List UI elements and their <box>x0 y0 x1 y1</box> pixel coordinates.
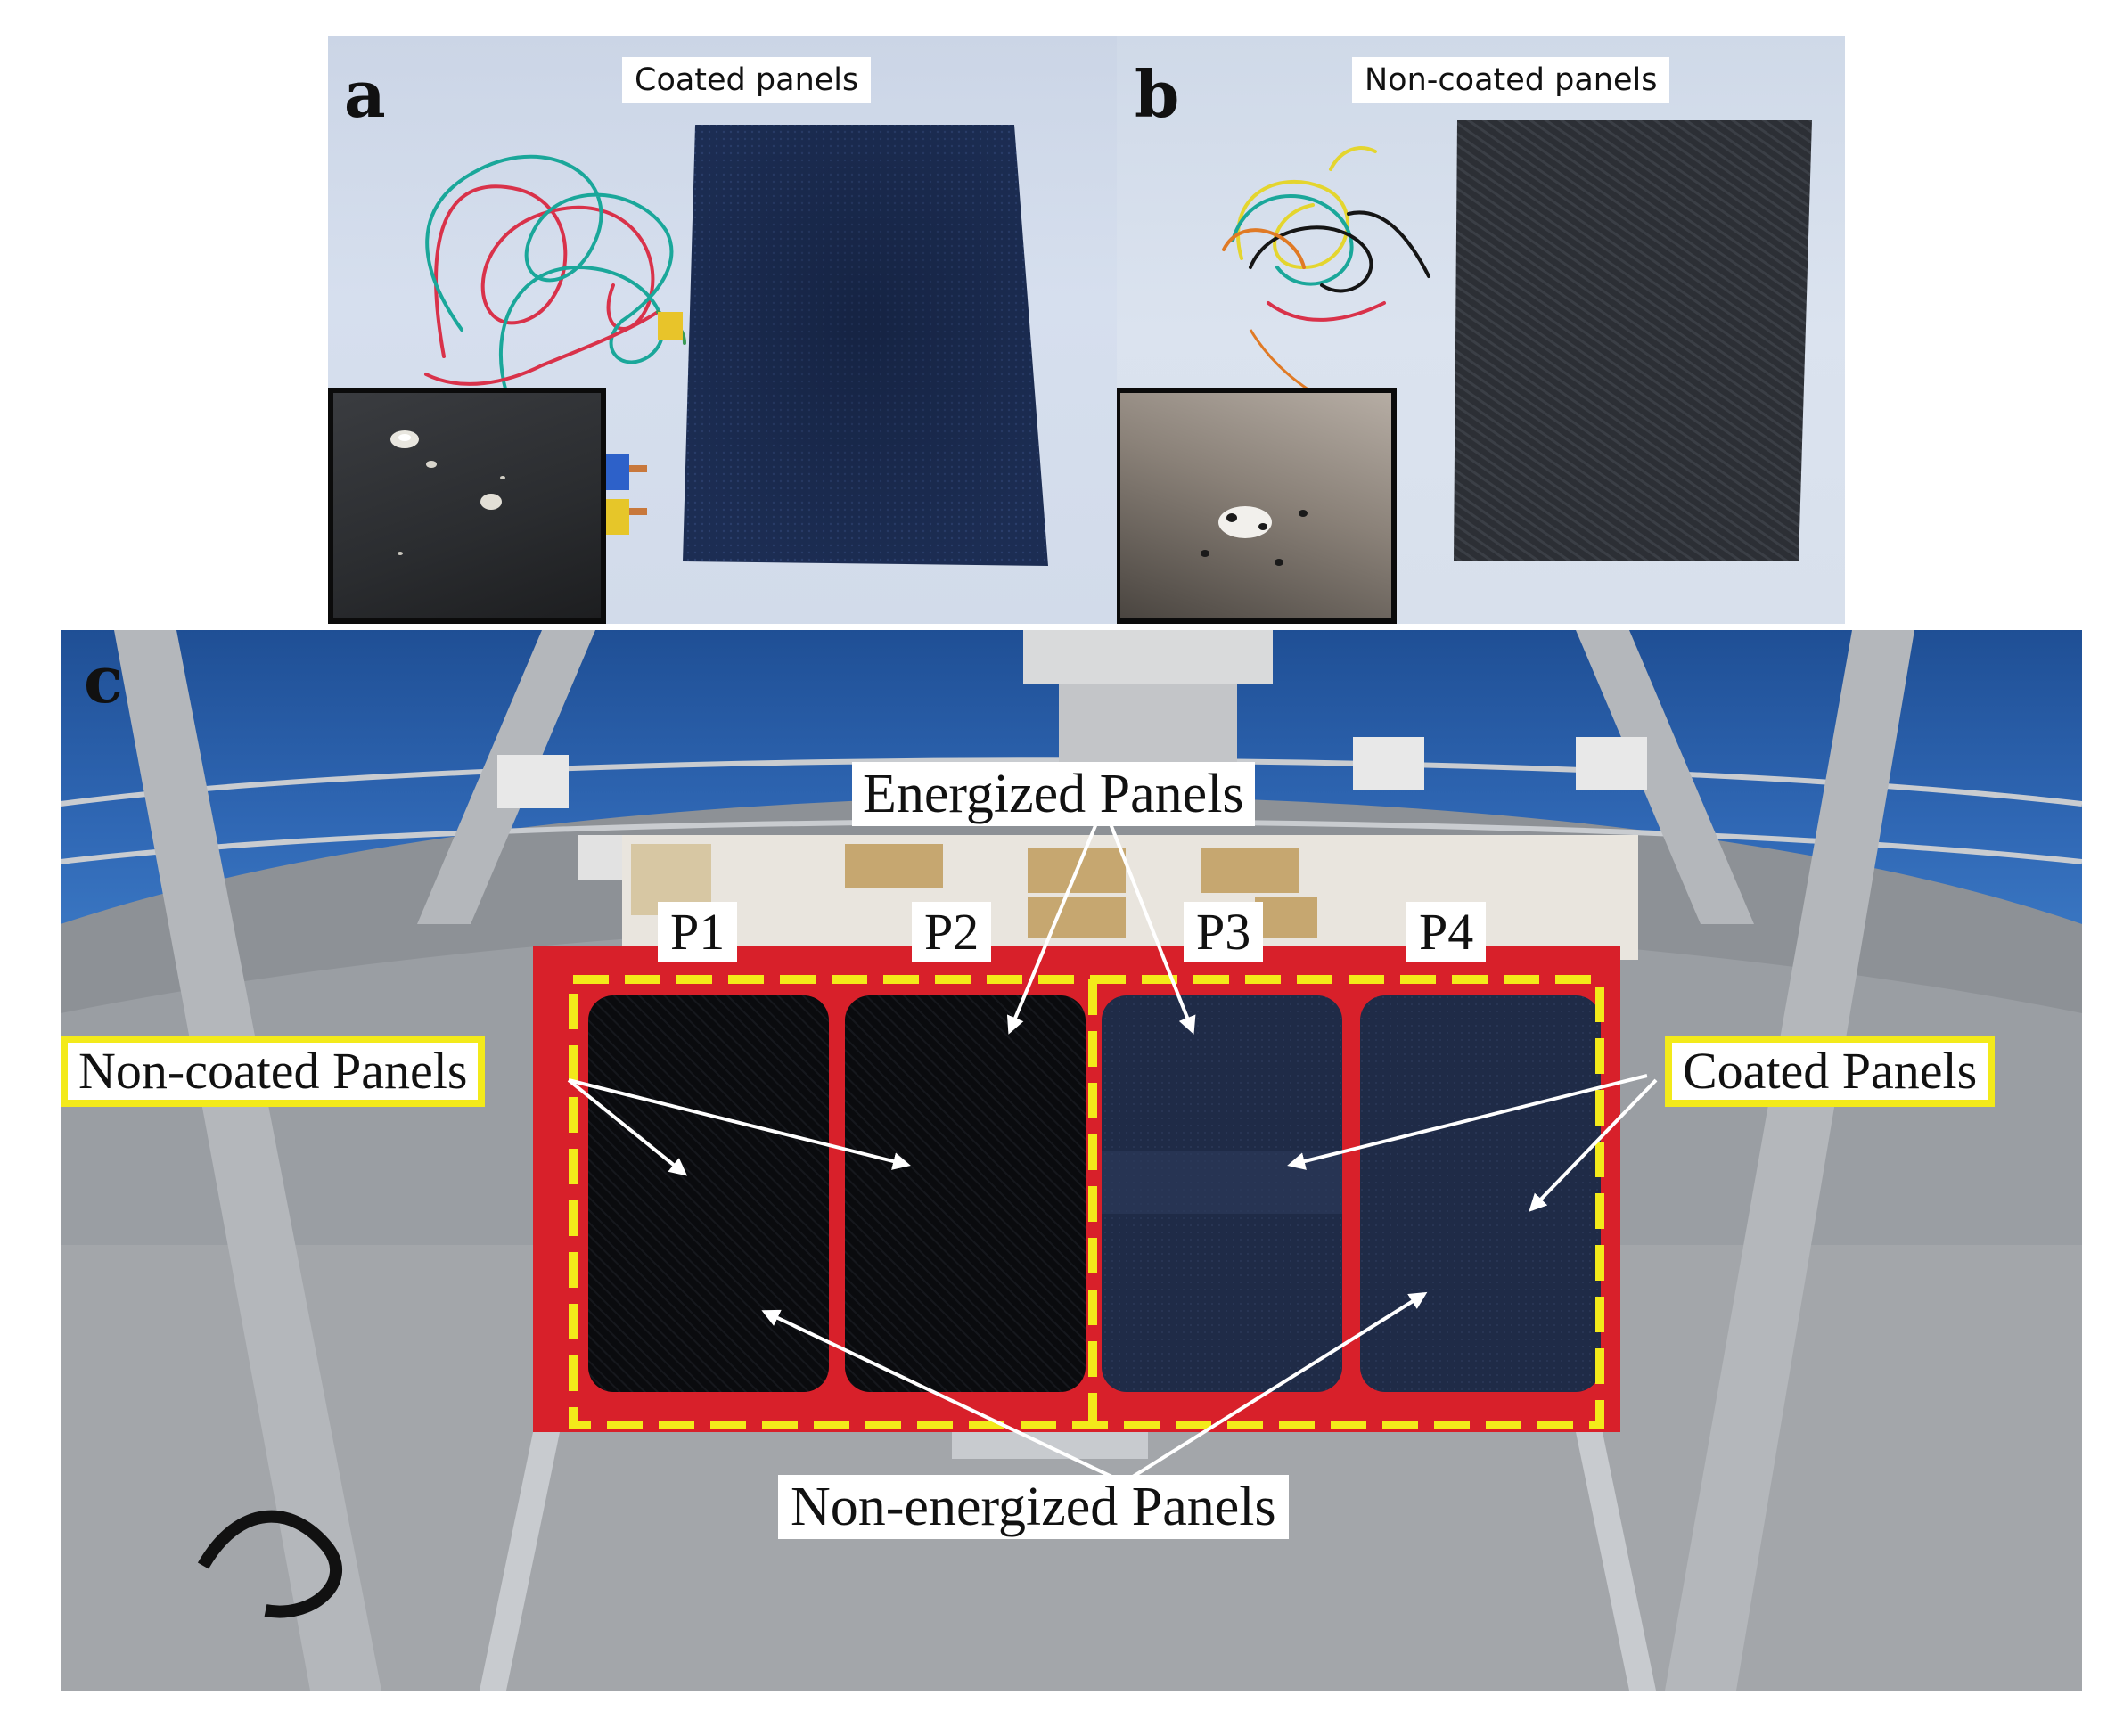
panel-letter-c: c <box>84 642 123 717</box>
panel-b-photo: b Non-coated panels <box>1117 36 1845 624</box>
inset-droplets-non-coated <box>1117 388 1397 624</box>
label-p1: P1 <box>658 902 738 962</box>
panel-p4 <box>1360 995 1601 1392</box>
label-non-coated-panels: Non-coated Panels <box>61 1036 486 1107</box>
connector-icon <box>603 499 629 535</box>
non-coated-panel <box>1454 120 1812 561</box>
energized-region-outline <box>569 975 1604 1429</box>
floodlight-icon <box>497 755 569 808</box>
label-coated-panels: Coated Panels <box>1665 1036 1996 1107</box>
connector-icon <box>658 312 683 340</box>
panel-letter-b: b <box>1135 56 1180 132</box>
panel-a-scene <box>424 125 1048 566</box>
panel-a-photo: a Coated panels <box>328 36 1117 624</box>
floodlight-icon <box>1576 737 1647 790</box>
panel-b-caption: Non-coated panels <box>1352 57 1670 104</box>
floodlight-icon <box>1353 737 1424 790</box>
water-droplet <box>480 494 502 510</box>
inset-droplets-coated <box>328 388 606 624</box>
panel-b-scene <box>1222 120 1812 561</box>
label-energized-panels: Energized Panels <box>852 762 1255 827</box>
label-non-energized-panels: Non-energized Panels <box>778 1475 1289 1540</box>
panel-p2 <box>845 995 1086 1392</box>
water-droplet <box>1218 506 1272 538</box>
panel-c-photo: c Energized Panels P1 P2 P3 P4 Non-coate… <box>61 630 2082 1691</box>
panel-a-caption: Coated panels <box>622 57 872 104</box>
label-p2: P2 <box>912 902 992 962</box>
panel-c-scene <box>61 630 2082 1691</box>
annotation-arrows <box>567 816 1658 1483</box>
label-p4: P4 <box>1406 902 1487 962</box>
label-p3: P3 <box>1184 902 1264 962</box>
wires <box>1222 146 1430 322</box>
connector-icon <box>603 454 629 490</box>
wires <box>424 154 686 394</box>
panel-p1 <box>588 995 829 1392</box>
structural-beams <box>114 630 1914 1691</box>
panel-letter-a: a <box>344 56 386 132</box>
